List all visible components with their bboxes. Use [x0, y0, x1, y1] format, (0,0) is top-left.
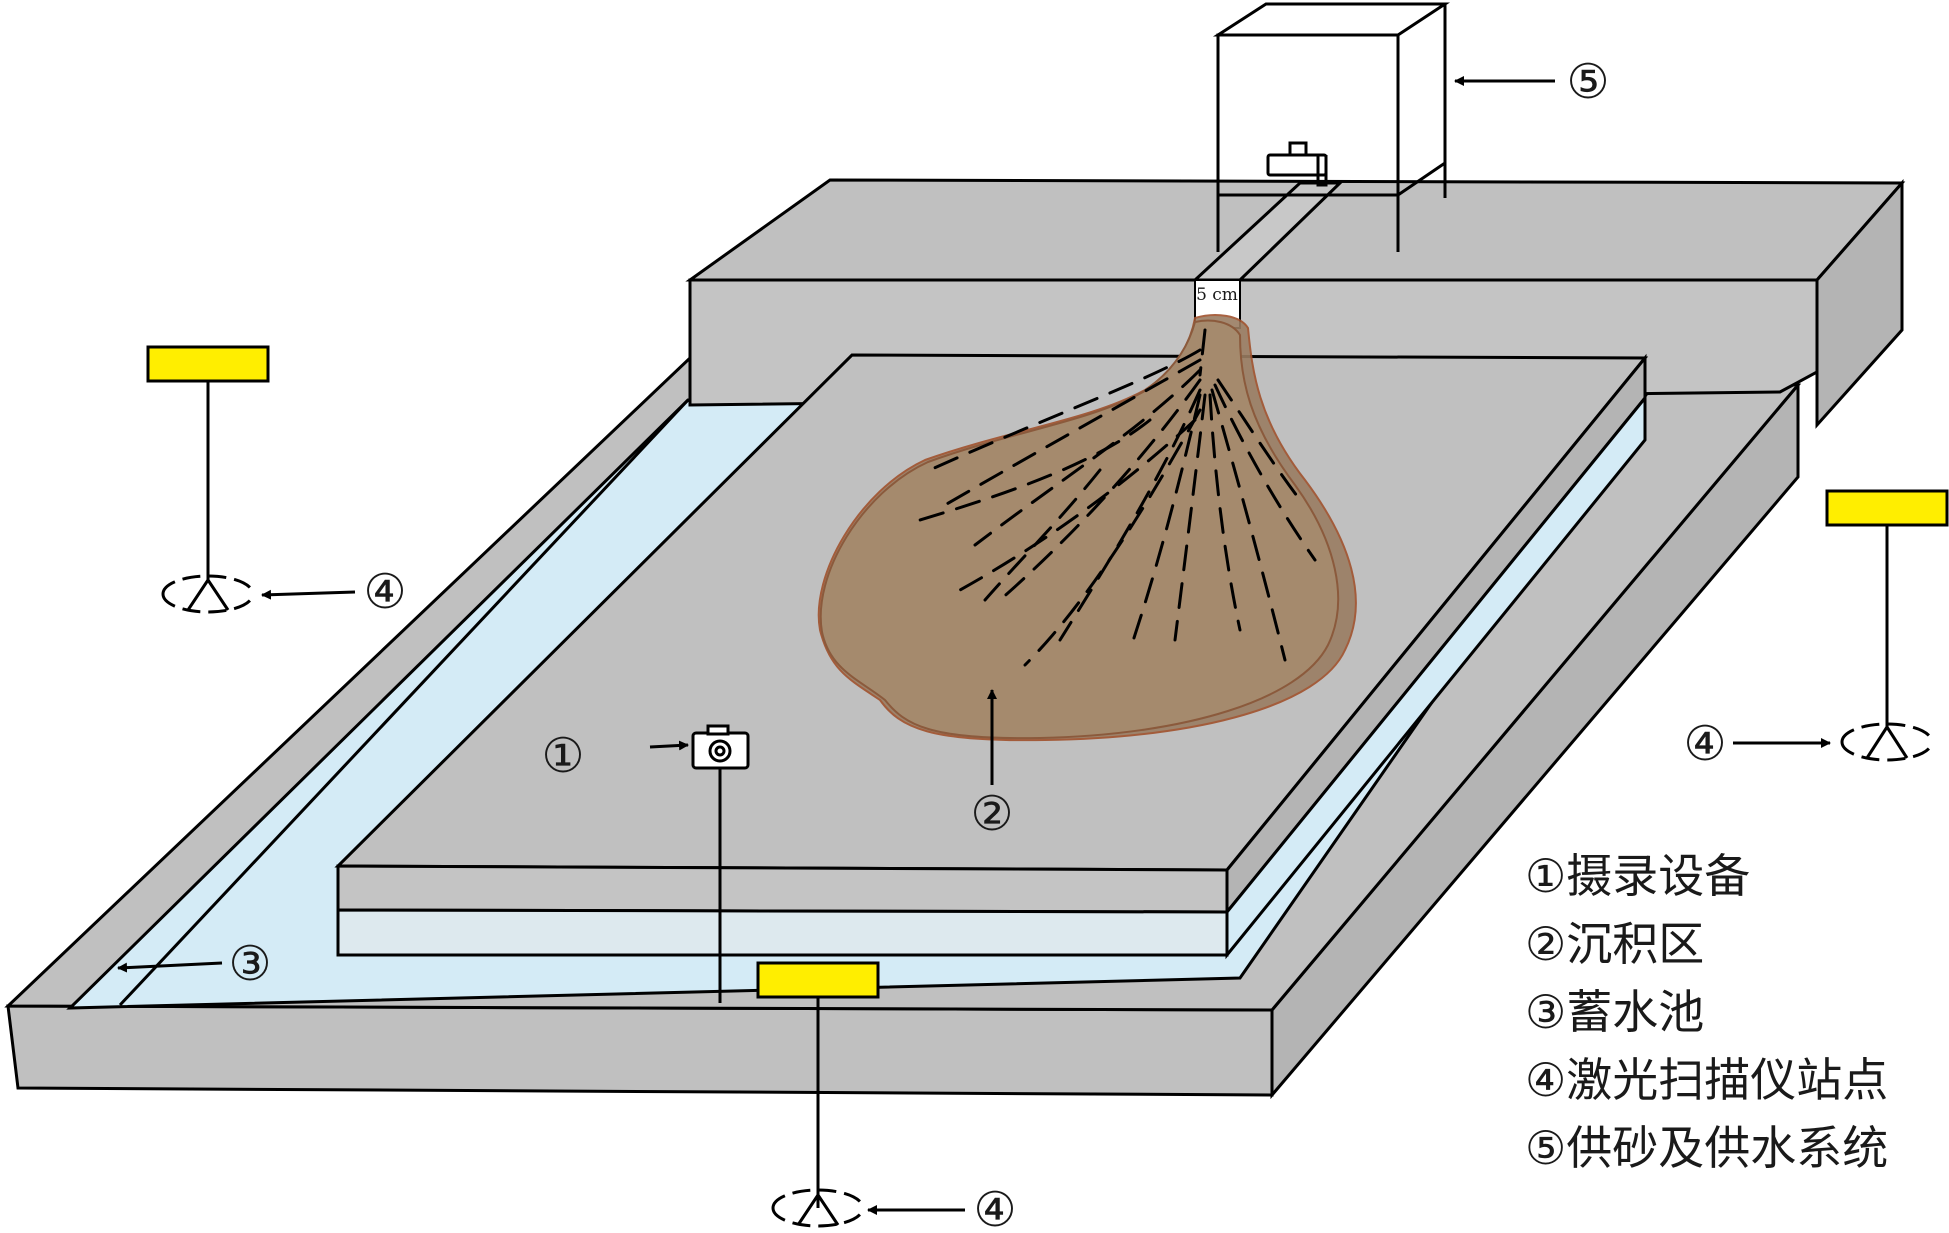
scanner-tripod-icon: [161, 574, 255, 614]
marker-front: [756, 961, 880, 999]
supply-box: [1212, 2, 1450, 252]
arrow-icon: [117, 961, 223, 973]
camera-device: [691, 724, 750, 1003]
faucet-icon: [1266, 141, 1328, 187]
legend-item-recording: ①摄录设备: [1525, 849, 1750, 903]
camera-icon: [691, 724, 750, 770]
callout-3: ③: [228, 936, 271, 992]
gap-width-label: 5 cm: [1196, 285, 1238, 305]
upper-platform-right: [1815, 179, 1904, 429]
channel-dashes: [918, 328, 1317, 667]
callout-1: ①: [541, 728, 584, 784]
base-slab-front: [336, 908, 1229, 957]
callout-arrows: [117, 76, 1831, 1215]
scanner-station-front: [756, 961, 880, 1228]
legend: ①摄录设备 ②沉积区 ③蓄水池 ④激光扫描仪站点 ⑤供砂及供水系统: [1525, 849, 1888, 1175]
arrow-icon: [649, 740, 689, 751]
legend-item-supply: ⑤供砂及供水系统: [1525, 1121, 1888, 1175]
marker-right: [1825, 489, 1949, 527]
scanner-station-right: [1825, 489, 1949, 762]
supply-box-front: [1216, 33, 1400, 197]
basin-front-face: [6, 1004, 1274, 1097]
supply-box-back: [1212, 2, 1450, 37]
marker-left: [146, 345, 270, 383]
scanner-tripod-icon: [771, 1188, 865, 1228]
callout-4-left: ④: [363, 564, 406, 620]
fan-body: [819, 319, 1340, 740]
legend-item-deposition: ②沉积区: [1525, 917, 1704, 971]
legend-item-reservoir: ③蓄水池: [1525, 985, 1704, 1039]
base-slab-right: [1225, 393, 1647, 960]
sediment-fan: [817, 314, 1357, 742]
callout-5: ⑤: [1566, 54, 1609, 110]
arrow-icon: [261, 589, 356, 600]
callout-4-front: ④: [973, 1182, 1016, 1233]
callout-labels: ① ② ③ ④ ④ ④ ⑤: [228, 54, 1726, 1233]
scanner-station-left: [146, 345, 270, 614]
plate-front-side: [336, 864, 1229, 914]
scanner-tripod-icon: [1840, 722, 1934, 762]
callout-2: ②: [970, 786, 1013, 842]
legend-item-scanner: ④激光扫描仪站点: [1525, 1053, 1888, 1107]
callout-4-right: ④: [1683, 716, 1726, 772]
